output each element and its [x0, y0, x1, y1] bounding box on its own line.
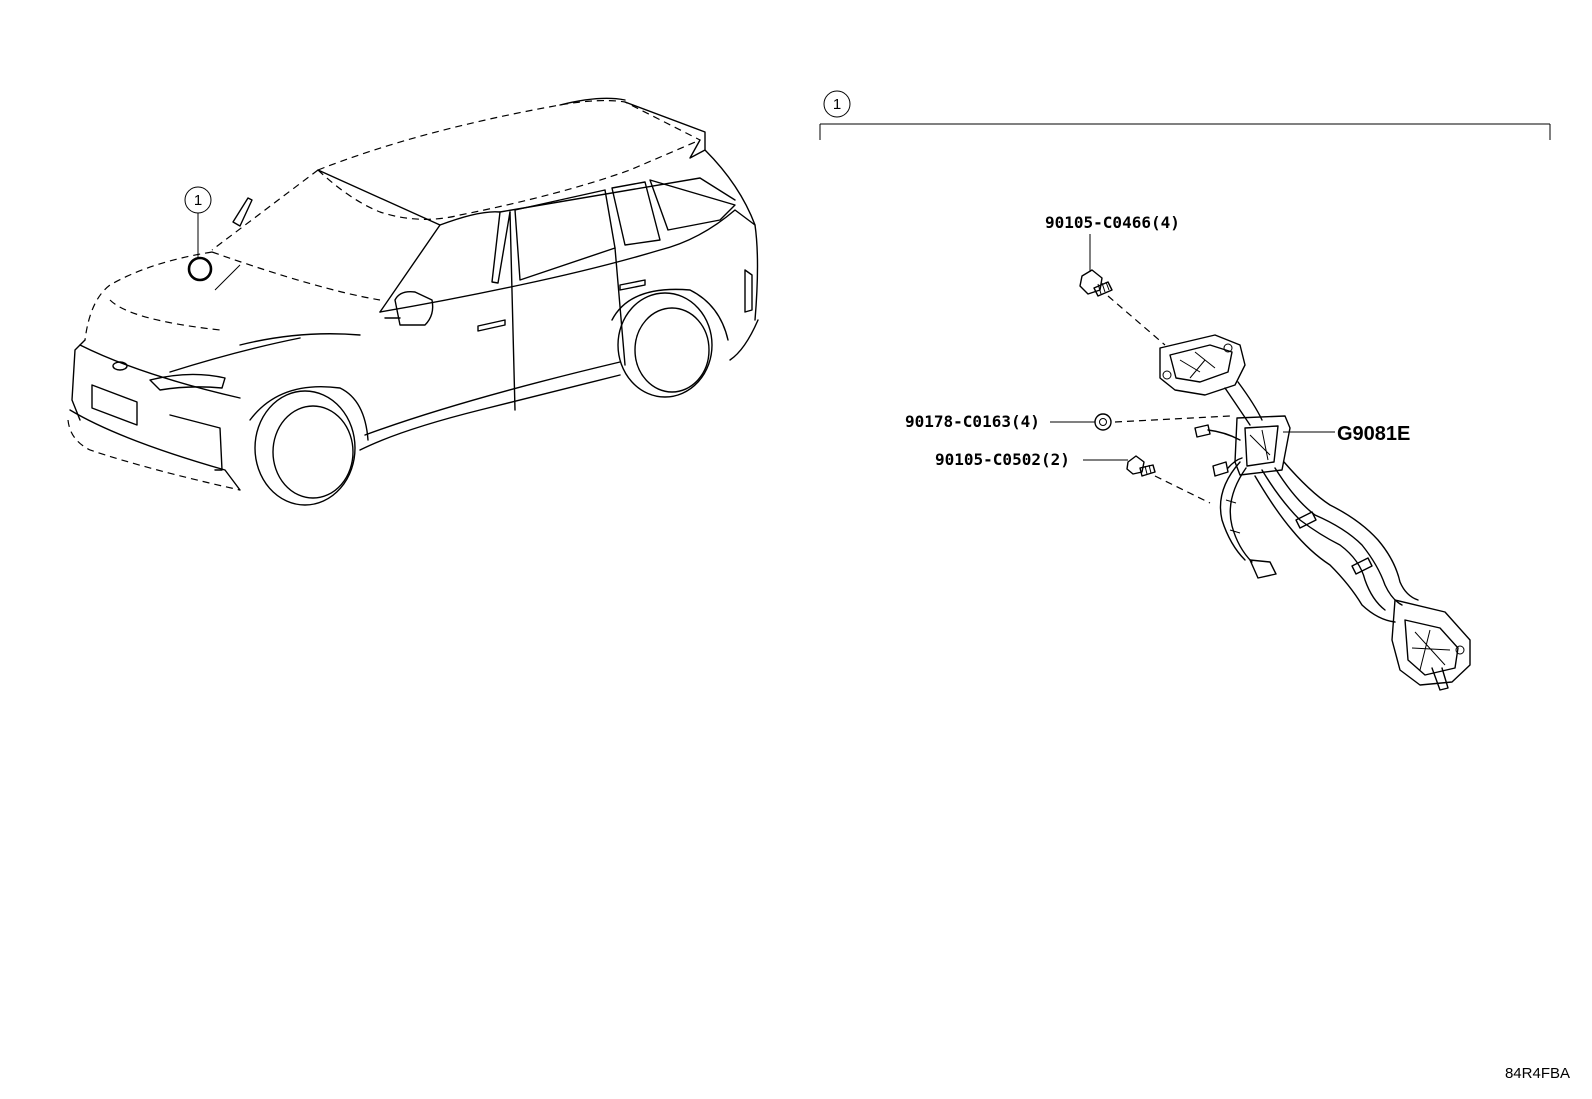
part-label-nut: 90178-C0163(4)	[905, 412, 1040, 431]
bolt-top: 90105-C0466(4)	[1045, 213, 1180, 346]
part-label-bolt-bottom: 90105-C0502(2)	[935, 450, 1070, 469]
harness-label: G9081E	[1283, 423, 1410, 445]
location-marker-icon	[187, 256, 213, 282]
wire-harness-illustration	[1159, 334, 1471, 691]
vehicle-callout-number: 1	[194, 192, 202, 209]
nut-icon	[1094, 413, 1112, 431]
bolt-bottom: 90105-C0502(2)	[935, 450, 1211, 504]
vehicle-illustration	[67, 97, 759, 506]
bracket-callout-number: 1	[833, 96, 841, 113]
vehicle-callout: 1	[184, 186, 213, 282]
bolt-bottom-icon	[1126, 455, 1156, 477]
part-label-bolt-top: 90105-C0466(4)	[1045, 213, 1180, 232]
figure-code: 84R4FBA	[1505, 1065, 1570, 1082]
parts-bracket: 1	[819, 90, 1551, 140]
bolt-top-icon	[1079, 269, 1113, 297]
nut: 90178-C0163(4)	[905, 412, 1231, 431]
part-label-harness: G9081E	[1337, 423, 1410, 445]
